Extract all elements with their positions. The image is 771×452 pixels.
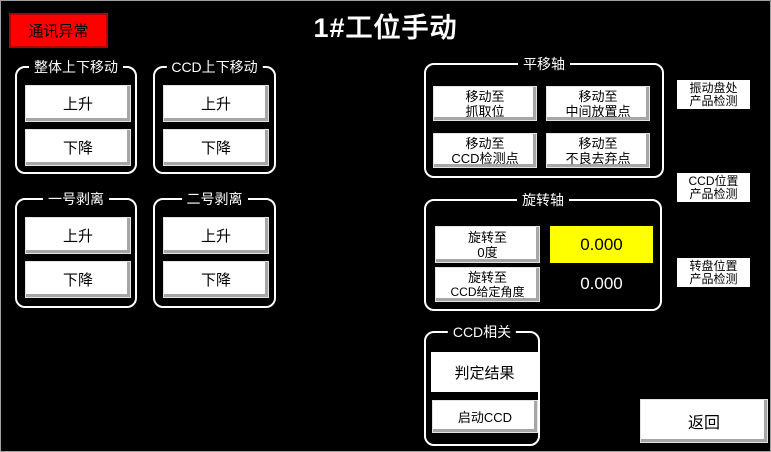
peel2-up-button[interactable]: 上升 <box>163 217 269 254</box>
angle-display-field[interactable]: 0.000 <box>550 226 653 263</box>
button-line: 移动至 <box>465 88 505 104</box>
group-ccd-updown: CCD上下移动 上升 下降 <box>153 58 276 174</box>
move-to-reject-button[interactable]: 移动至 不良去弃点 <box>546 133 650 168</box>
move-to-ccd-detect-button[interactable]: 移动至 CCD检测点 <box>433 133 537 168</box>
overall-down-button[interactable]: 下降 <box>25 129 131 166</box>
button-line: 旋转至 <box>467 229 507 245</box>
button-line: CCD检测点 <box>451 150 519 166</box>
rotate-to-ccd-angle-button[interactable]: 旋转至 CCD给定角度 <box>435 267 540 302</box>
button-line: CCD位置 <box>688 173 739 188</box>
button-line: 产品检测 <box>689 93 738 108</box>
ccd-position-product-detect-button[interactable]: CCD位置 产品检测 <box>677 173 750 202</box>
group-rotate-axis-title: 旋转轴 <box>517 191 569 209</box>
button-line: 产品检测 <box>689 186 738 201</box>
judge-result-button[interactable]: 判定结果 <box>431 352 538 392</box>
group-ccd-related-title: CCD相关 <box>447 323 517 341</box>
button-line: 不良去弃点 <box>565 150 631 166</box>
move-to-middle-place-button[interactable]: 移动至 中间放置点 <box>546 86 650 121</box>
group-overall-updown: 整体上下移动 上升 下降 <box>15 58 137 174</box>
peel1-down-button[interactable]: 下降 <box>25 261 131 298</box>
group-peel2-title: 二号剥离 <box>181 190 248 208</box>
group-ccd-updown-title: CCD上下移动 <box>166 58 263 76</box>
overall-up-button[interactable]: 上升 <box>25 85 131 122</box>
group-translate-axis: 平移轴 移动至 抓取位 移动至 中间放置点 移动至 CCD检测点 移动至 不良去… <box>424 55 664 178</box>
start-ccd-button[interactable]: 启动CCD <box>432 400 538 433</box>
move-to-grab-pos-button[interactable]: 移动至 抓取位 <box>433 86 537 121</box>
button-line: 0度 <box>477 244 498 260</box>
peel2-down-button[interactable]: 下降 <box>163 261 269 298</box>
ccd-down-button[interactable]: 下降 <box>163 129 269 166</box>
back-button[interactable]: 返回 <box>640 399 768 443</box>
group-overall-updown-title: 整体上下移动 <box>29 58 123 76</box>
page-title: 1#工位手动 <box>313 13 458 43</box>
group-rotate-axis: 旋转轴 旋转至 0度 0.000 旋转至 CCD给定角度 0.000 <box>424 191 662 311</box>
button-line: CCD给定角度 <box>450 285 525 299</box>
button-line: 产品检测 <box>689 271 738 286</box>
group-translate-axis-title: 平移轴 <box>518 55 570 73</box>
button-line: 中间放置点 <box>565 103 631 119</box>
group-peel1-title: 一号剥离 <box>43 190 109 208</box>
comm-alarm-label: 通讯异常 <box>28 23 89 40</box>
button-line: 移动至 <box>578 135 618 151</box>
group-peel2: 二号剥离 上升 下降 <box>153 190 276 308</box>
button-line: 转盘位置 <box>689 258 738 273</box>
button-line: 旋转至 <box>467 270 507 285</box>
rotate-to-zero-button[interactable]: 旋转至 0度 <box>435 226 540 263</box>
button-line: 移动至 <box>578 88 618 104</box>
button-line: 抓取位 <box>465 103 505 119</box>
group-ccd-related: CCD相关 判定结果 启动CCD <box>424 323 540 446</box>
turntable-position-product-detect-button[interactable]: 转盘位置 产品检测 <box>677 258 750 287</box>
group-peel1: 一号剥离 上升 下降 <box>15 190 137 308</box>
button-line: 振动盘处 <box>689 80 738 95</box>
angle-feedback-value: 0.000 <box>580 274 623 293</box>
comm-alarm-indicator: 通讯异常 <box>9 13 108 48</box>
peel1-up-button[interactable]: 上升 <box>25 217 131 254</box>
button-line: 移动至 <box>465 135 505 151</box>
ccd-up-button[interactable]: 上升 <box>163 85 269 122</box>
vibration-plate-product-detect-button[interactable]: 振动盘处 产品检测 <box>677 80 750 109</box>
